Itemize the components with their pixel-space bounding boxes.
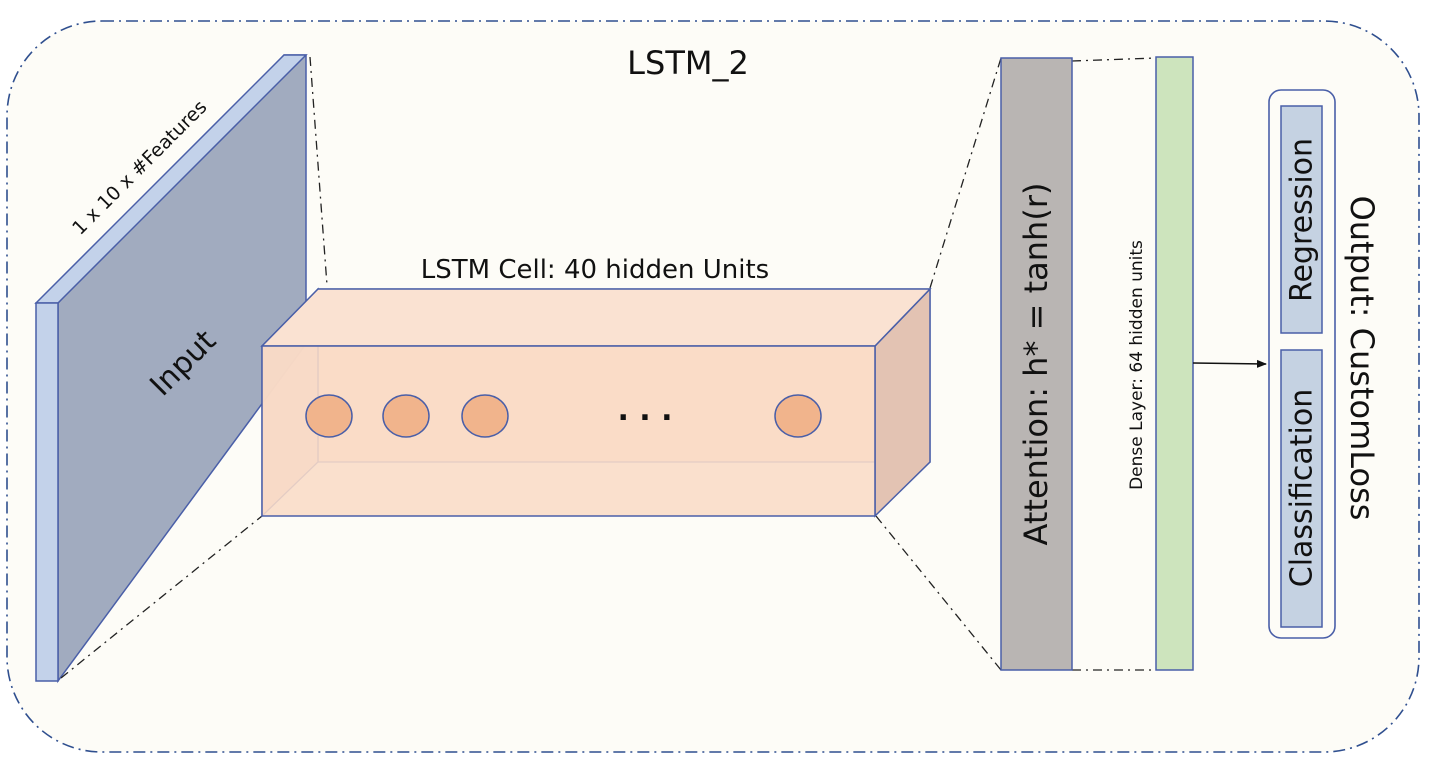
dense-layer [1155, 56, 1194, 671]
hidden-unit [461, 394, 509, 438]
diagram-title: LSTM_2 [627, 44, 749, 82]
lstm-cell-box [260, 287, 932, 518]
classification-label: Classification [1285, 389, 1320, 588]
lstm-cell-front-face [261, 345, 876, 517]
dense-to-output-arrow [1192, 359, 1267, 368]
regression-label: Regression [1285, 138, 1320, 302]
attention-layer [1000, 57, 1073, 671]
projection-lines [60, 56, 1157, 679]
lstm-cell-top-face [260, 288, 932, 347]
dense-layer-label: Dense Layer: 64 hidden units [1127, 240, 1147, 490]
projection-line-input-top [309, 56, 328, 286]
projection-line-lstm-bottom [875, 515, 1002, 671]
hidden-unit [774, 394, 822, 438]
classification-box [1280, 349, 1323, 628]
hidden-units-ellipsis: . . . [617, 393, 672, 428]
projection-line-attention-top [1071, 57, 1157, 62]
regression-box [1280, 105, 1323, 334]
projection-line-lstm-top [929, 57, 1002, 289]
hidden-unit [382, 394, 430, 438]
hidden-unit [305, 394, 353, 438]
input-slab [34, 54, 308, 684]
lstm-cell-label: LSTM Cell: 40 hidden Units [421, 255, 769, 285]
attention-label: Attention: h* = tanh(r) [1017, 183, 1055, 546]
output-label: Output: CustomLoss [1343, 196, 1381, 521]
projection-line-input-bottom [60, 515, 263, 679]
input-slab-front-edge [35, 302, 59, 682]
